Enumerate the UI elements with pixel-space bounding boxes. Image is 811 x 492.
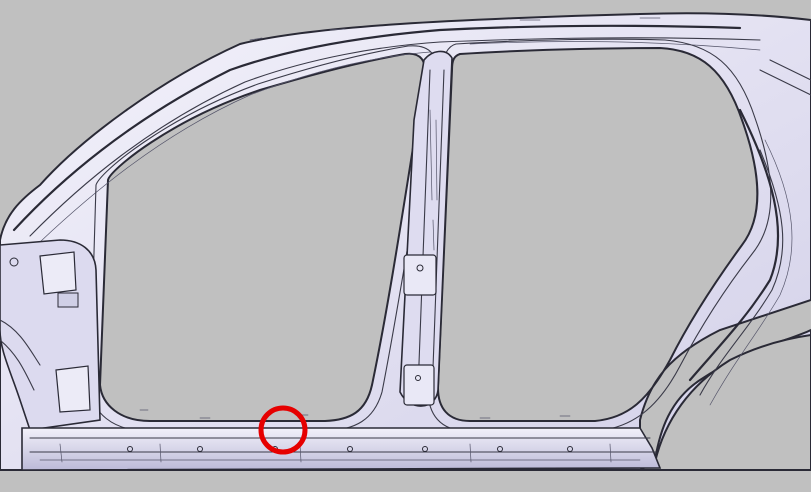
roof-rail-contour bbox=[12, 24, 742, 232]
b-pillar bbox=[399, 50, 453, 407]
b-pillar-bracket bbox=[403, 254, 437, 406]
hinge-brackets bbox=[0, 251, 91, 413]
rocker-sill bbox=[21, 427, 662, 471]
rear-door-opening-flange bbox=[427, 38, 772, 432]
rear-wheel-arch bbox=[639, 333, 811, 471]
annotation-circle bbox=[258, 405, 308, 455]
c-pillar-contour bbox=[688, 108, 780, 382]
